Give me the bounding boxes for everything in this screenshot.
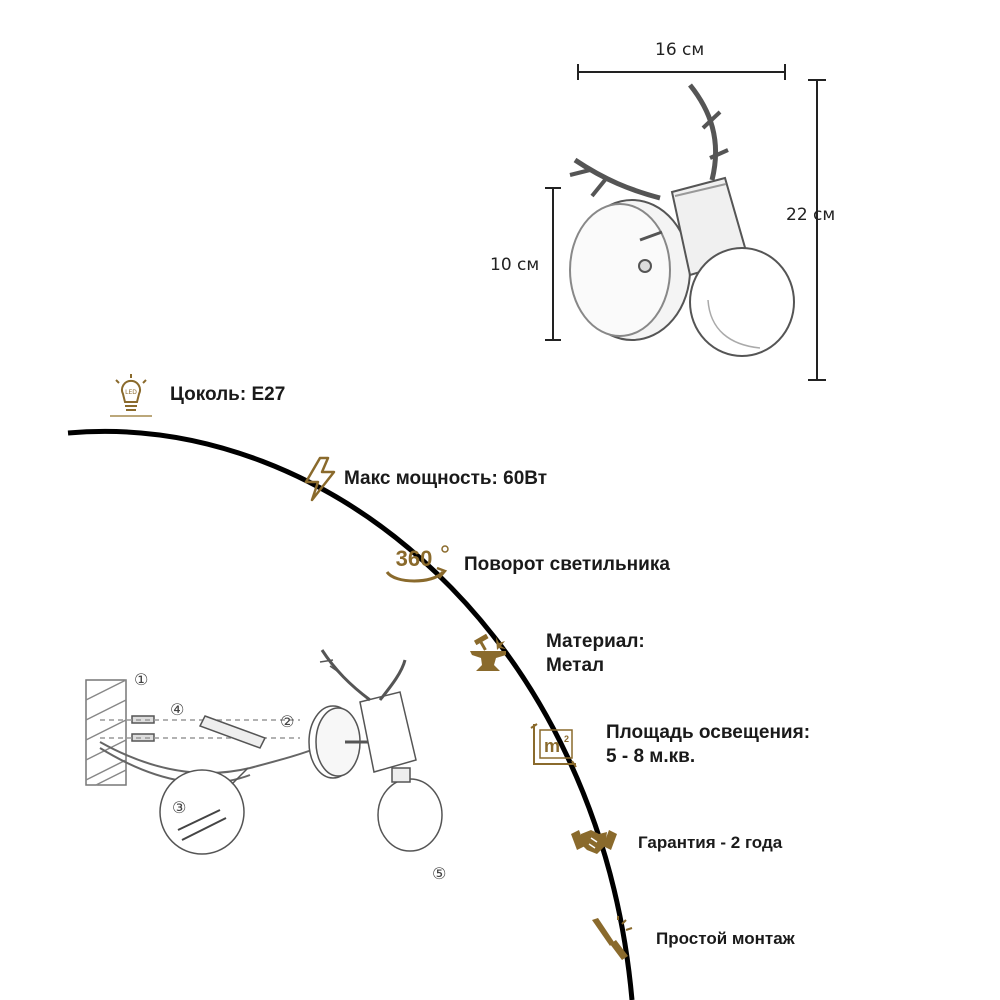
step-2-marker: ② <box>280 712 295 731</box>
feature-power-text: Макс мощность: 60Вт <box>344 468 548 489</box>
area-unit-label: m <box>544 736 560 756</box>
anvil-icon <box>470 633 506 671</box>
feature-material-value: Метал <box>546 655 605 676</box>
rotate-360-label: 360 <box>396 546 433 571</box>
screwdriver-icon <box>592 916 633 960</box>
feature-rotation: 360 Поворот светильника <box>380 542 670 588</box>
feature-material-text: Материал: Метал <box>546 630 645 678</box>
width-dimension-label: 16 см <box>655 40 705 60</box>
feature-area-text: Площадь освещения: 5 - 8 м.кв. <box>606 721 810 769</box>
step-4-marker: ④ <box>170 700 185 719</box>
lightning-icon <box>304 456 336 502</box>
step-3-marker: ③ <box>172 798 187 817</box>
feature-mounting-text: Простой монтаж <box>656 929 795 948</box>
rotate-360-icon: 360 <box>385 545 449 583</box>
feature-power: Макс мощность: 60Вт <box>298 456 547 502</box>
feature-area-title: Площадь освещения: <box>606 722 811 743</box>
feature-socket-text: Цоколь: E27 <box>170 384 286 405</box>
feature-area-value: 5 - 8 м.кв. <box>606 746 696 767</box>
feature-socket: LED Цоколь: E27 <box>108 372 285 418</box>
height-dimension-label: 22 см <box>786 205 836 225</box>
handshake-icon <box>571 830 617 854</box>
feature-warranty-text: Гарантия - 2 года <box>638 833 783 852</box>
feature-material: Материал: Метал <box>466 630 645 678</box>
step-5-marker: ⑤ <box>432 864 447 883</box>
feature-area: m 2 Площадь освещения: 5 - 8 м.кв. <box>530 720 810 770</box>
base-dimension-label: 10 см <box>490 255 540 275</box>
lamp-drawing <box>569 83 795 357</box>
svg-text:LED: LED <box>125 389 137 396</box>
feature-material-title: Материал: <box>546 631 645 652</box>
area-m2-icon: m 2 <box>530 723 577 768</box>
svg-text:2: 2 <box>564 734 569 744</box>
step-1-marker: ① <box>134 670 149 689</box>
feature-warranty: Гарантия - 2 года <box>568 820 782 866</box>
led-bulb-icon: LED <box>110 374 152 417</box>
feature-mounting: Простой монтаж <box>588 916 795 962</box>
lamp-dimensions-sketch <box>545 64 826 381</box>
feature-rotation-text: Поворот светильника <box>464 554 670 575</box>
